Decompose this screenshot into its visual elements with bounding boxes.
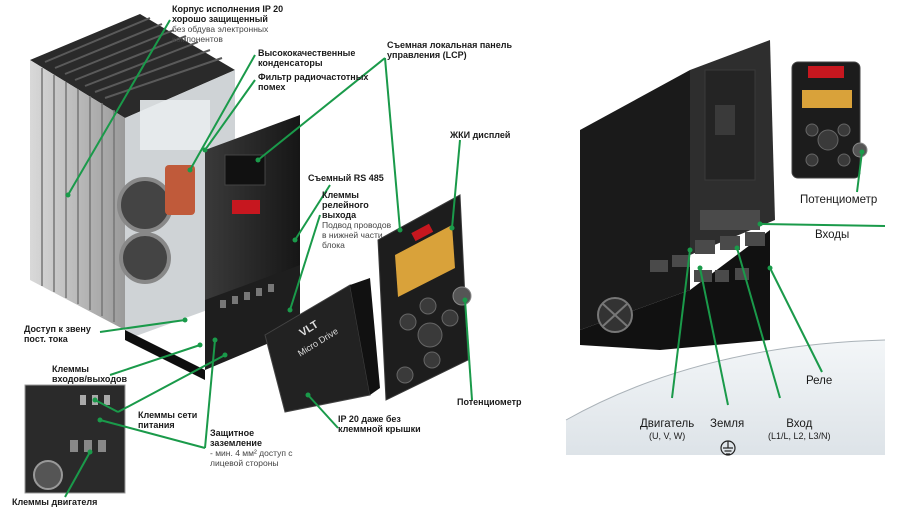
label-earth: Земля <box>710 418 745 430</box>
callout-lcd: ЖКИ дисплей <box>450 130 511 140</box>
lcp-panel-illustration <box>377 194 472 401</box>
label-potentiometer-right: Потенциометр <box>800 194 878 206</box>
callout-potentiometer-left: Потенциометр <box>457 397 522 407</box>
label-inputs: Входы <box>815 229 850 241</box>
callout-rs485: Съемный RS 485 <box>308 173 384 183</box>
callout-dc-link: Доступ к звену пост. тока <box>24 324 91 344</box>
callout-rfi-filter: Фильтр радиочастотных помех <box>258 72 369 92</box>
motor-terminals-inset <box>24 384 126 494</box>
right-leader-dots <box>687 149 865 271</box>
left-drive-illustration <box>30 14 300 380</box>
callout-lcp: Съемная локальная панель управления (LCP… <box>387 40 512 60</box>
callout-protective-earth: Защитное заземление - мин. 4 мм² доступ … <box>210 428 293 468</box>
left-leader-dots <box>65 147 468 455</box>
callout-relay-terminals: Клеммы релейного выхода Подвод проводов … <box>322 190 392 250</box>
callout-ip20-cover: IP 20 даже без клеммной крышки <box>338 414 421 434</box>
right-lcp-illustration <box>791 61 868 179</box>
callout-housing: Корпус исполнения IP 20 хорошо защищенны… <box>172 4 284 44</box>
right-leader-lines <box>671 151 886 406</box>
terminal-cover-illustration <box>264 278 380 413</box>
callout-capacitors: Высококачественные конденсаторы <box>258 48 356 68</box>
right-drive-illustration <box>580 40 775 350</box>
callout-io-terminals: Клеммы входов/выходов <box>52 364 128 384</box>
callout-motor-terminals: Клеммы двигателя <box>12 497 98 507</box>
label-input: Вход (L1/L, L2, L3/N) <box>768 418 831 441</box>
earth-symbol-icon <box>720 440 736 456</box>
label-motor: Двигатель (U, V, W) <box>640 418 695 441</box>
left-leader-lines <box>64 19 473 498</box>
callout-mains-terminals: Клеммы сети питания <box>138 410 198 430</box>
label-relay: Реле <box>806 375 833 387</box>
